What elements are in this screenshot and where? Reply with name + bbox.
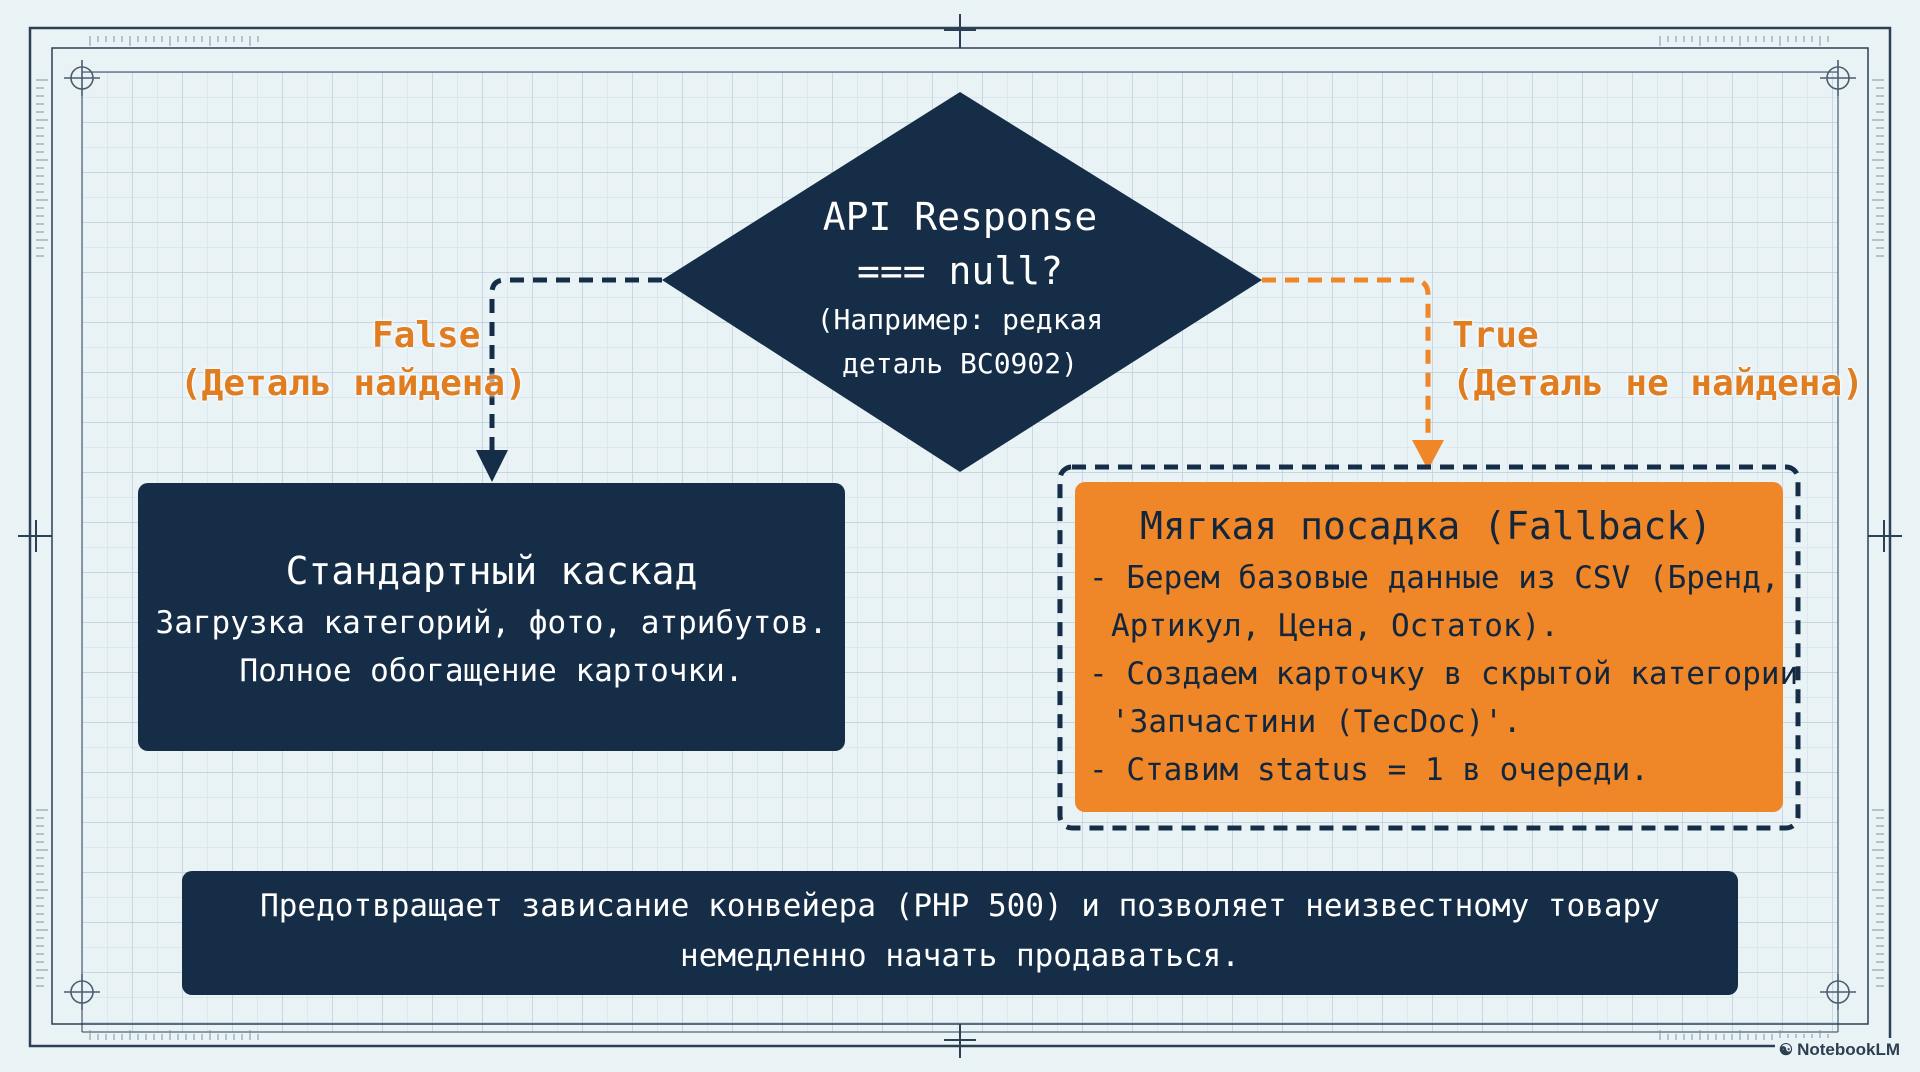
summary-box: Предотвращает зависание конвейера (PHP 5… [182, 871, 1738, 995]
arrow-down-icon [476, 450, 508, 482]
summary-line2: немедленно начать продаваться. [680, 938, 1240, 974]
standard-cascade-box: Стандартный каскад Загрузка категорий, ф… [138, 483, 845, 751]
fallback-item: - Создаем карточку в скрытой категории [1089, 656, 1799, 692]
decision-diamond [662, 92, 1262, 472]
blueprint-frame [18, 14, 1902, 1058]
true-branch-sublabel: (Деталь не найдена) [1452, 363, 1864, 404]
notebooklm-logo-icon: ☯ [1778, 1042, 1794, 1059]
fallback-box: Мягкая посадка (Fallback) - Берем базовы… [1075, 482, 1799, 812]
fallback-item-continuation: 'Запчастини (TecDoc)'. [1111, 704, 1522, 740]
fallback-item-continuation: Артикул, Цена, Остаток). [1111, 608, 1559, 644]
corner-target-icons [64, 60, 1856, 1010]
fallback-item: - Берем базовые данные из CSV (Бренд, [1089, 560, 1780, 596]
fallback-dashed-outline [1057, 464, 1801, 831]
false-branch-sublabel: (Деталь найдена) [180, 363, 527, 404]
standard-cascade-line: Полное обогащение карточки. [239, 653, 744, 689]
decision-example-line2: деталь BC0902) [841, 347, 1078, 380]
decision-question-line1: API Response [822, 195, 1098, 239]
brand-text: NotebookLM [1797, 1040, 1900, 1059]
true-branch-label: True [1452, 315, 1539, 356]
standard-cascade-line: Загрузка категорий, фото, атрибутов. [155, 605, 828, 641]
decision-question-line2: === null? [857, 249, 1063, 293]
fallback-title: Мягкая посадка (Fallback) [1140, 504, 1712, 548]
fallback-item: - Ставим status = 1 в очереди. [1089, 752, 1649, 788]
false-branch-connector [476, 277, 662, 482]
false-branch-label: False [372, 315, 481, 356]
decision-example-line1: (Например: редкая [816, 303, 1104, 336]
arrow-down-icon [1412, 440, 1444, 470]
true-branch-connector [1262, 277, 1444, 470]
decision-text: API Response === null? (Например: редкая… [700, 190, 1220, 386]
notebooklm-brand: ☯NotebookLM [1774, 1038, 1904, 1062]
summary-line1: Предотвращает зависание конвейера (PHP 5… [260, 888, 1660, 924]
standard-cascade-title: Стандартный каскад [285, 549, 698, 593]
